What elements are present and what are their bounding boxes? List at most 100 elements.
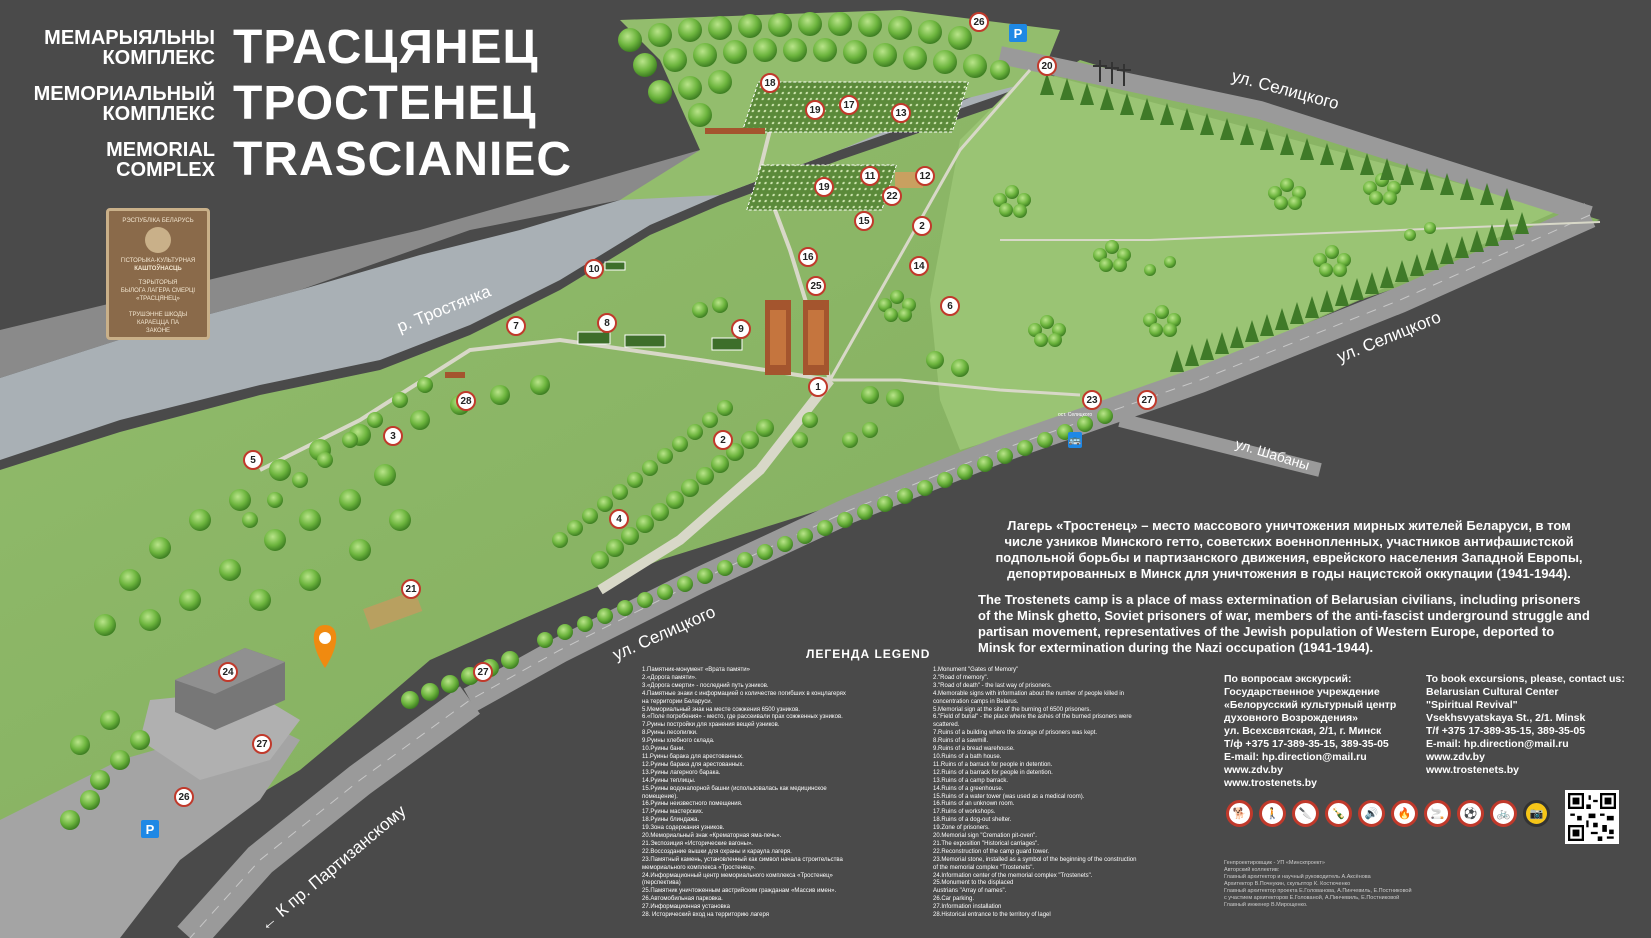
map-marker-12[interactable]: 12 <box>915 166 935 186</box>
legend-item: 7.Руины постройки для хранения вещей узн… <box>642 722 780 729</box>
legend-item: 17.Ruins of workshops. <box>933 809 996 816</box>
map-marker-4[interactable]: 4 <box>609 509 629 529</box>
legend-en: 1.Monument "Gates of Memory"2."Road of m… <box>933 667 1136 920</box>
tree-alley <box>401 400 1113 709</box>
plaque-line: ЗАКОНЕ <box>145 328 171 334</box>
legend-item: 10.Ruins of a bath house. <box>933 753 1002 760</box>
contact-line: www.zdv.by <box>1224 764 1283 776</box>
legend-item: 14.Ruins of a greenhouse. <box>933 785 1004 792</box>
map-marker-10[interactable]: 10 <box>584 259 604 279</box>
legend-item: 20.Memorial sign "Cremation pit-oven". <box>933 833 1037 840</box>
map-marker-17[interactable]: 17 <box>839 95 859 115</box>
plaque-line: ТЭРЫТОРЫЯ <box>138 280 178 286</box>
legend-item: 19.Zone of prisoners. <box>933 825 990 832</box>
map-marker-3[interactable]: 3 <box>383 426 403 446</box>
legend-item: 26.Car parking. <box>933 896 975 903</box>
legend-item: 9.Ruins of a bread warehouse. <box>933 746 1015 753</box>
legend-item: 26.Автомобильная парковка. <box>642 896 723 903</box>
legend-item: 17.Руины мастерских. <box>642 809 704 816</box>
location-pin-icon <box>313 625 337 668</box>
map-marker-28[interactable]: 28 <box>456 391 476 411</box>
plaque-line: КАШТОЎНАСЦЬ <box>134 266 182 272</box>
road-shabany <box>1118 413 1322 477</box>
legend-item: Austrians "Array of names". <box>933 888 1007 895</box>
bottle-ban-icon: 🍾 <box>1325 800 1352 827</box>
map-marker-16[interactable]: 16 <box>798 247 818 267</box>
legend-item: 15.Ruins of a water tower (was used as a… <box>933 793 1085 800</box>
legend-item: 5.Memorial sign at the site of the burni… <box>933 706 1092 713</box>
legend-item: 3.«Дорога смерти» - последний путь узник… <box>642 682 769 689</box>
credit-line: Главный инженер В.Мирощенко. <box>1224 902 1308 908</box>
map-marker-26[interactable]: 26 <box>174 787 194 807</box>
dog-ban-icon: 🐕 <box>1226 800 1253 827</box>
map-marker-26[interactable]: 26 <box>969 12 989 32</box>
road-selitskogo-top <box>998 46 1593 224</box>
credit-line: Архитектор В.Почнукин, скульптор К. Кост… <box>1224 881 1351 887</box>
map-marker-27[interactable]: 27 <box>473 662 493 682</box>
legend-item: 22.Reconstruction of the camp guard towe… <box>933 848 1050 855</box>
legend-item: 22.Воссоздание вышки для охраны и караул… <box>642 848 792 855</box>
map-marker-27[interactable]: 27 <box>1137 390 1157 410</box>
legend-item: 13.Руины лагерного барака. <box>642 769 721 776</box>
title-en-small-2: complex <box>116 158 215 181</box>
legend-item: 23.Памятный камень, установленный как си… <box>642 856 843 863</box>
photo-sign-icon: 📷 <box>1523 800 1550 827</box>
map-marker-15[interactable]: 15 <box>854 211 874 231</box>
parking-sign-top: P <box>1009 24 1027 42</box>
map-marker-24[interactable]: 24 <box>218 662 238 682</box>
description-ru: Лагерь «Тростенец» – место массового уни… <box>995 518 1583 581</box>
map-marker-13[interactable]: 13 <box>891 103 911 123</box>
map-marker-8[interactable]: 8 <box>597 313 617 333</box>
description-en: The Trostenets camp is a place of mass e… <box>978 592 1590 655</box>
legend-item: 23.Memorial stone, installed as a symbol… <box>933 856 1137 863</box>
knife-ban-icon: 🔪 <box>1292 800 1319 827</box>
contact-line: ул. Всехсвятская, 2/1, г. Минск <box>1224 725 1382 737</box>
map-marker-22[interactable]: 22 <box>882 186 902 206</box>
contact-line: «Белорусский культурный центр <box>1224 699 1397 711</box>
plaque-line: ГІСТОРЫКА-КУЛЬТУРНАЯ <box>120 258 196 264</box>
map-marker-7[interactable]: 7 <box>506 316 526 336</box>
title-russian: Мемориальныйкомплекс ТРОСТЕНЕЦ <box>20 76 537 131</box>
map-marker-19[interactable]: 19 <box>805 100 825 120</box>
loud-ban-icon: 🔊 <box>1358 800 1385 827</box>
legend-item: 14.Руины теплицы. <box>642 777 696 784</box>
map-marker-23[interactable]: 23 <box>1082 390 1102 410</box>
credit-line: Главный архитектор проекта Е.Голованова,… <box>1224 888 1412 894</box>
map-marker-14[interactable]: 14 <box>909 256 929 276</box>
contact-line: Vsekhsvyatskaya St., 2/1. Minsk <box>1426 712 1586 724</box>
map-marker-6[interactable]: 6 <box>940 296 960 316</box>
heritage-plaque: РЭСПУБЛІКА БЕЛАРУСЬ ГІСТОРЫКА-КУЛЬТУРНАЯ… <box>106 208 210 340</box>
legend-item: 5.Мемориальный знак на месте сожжения 65… <box>642 706 800 713</box>
map-marker-20[interactable]: 20 <box>1037 56 1057 76</box>
map-marker-1[interactable]: 1 <box>808 377 828 397</box>
title-by-small-2: комплекс <box>102 46 215 69</box>
plaque-line: РЭСПУБЛІКА БЕЛАРУСЬ <box>122 218 194 224</box>
contact-line: To book excursions, please, contact us: <box>1426 673 1625 685</box>
contacts-ru: По вопросам экскурсий:Государственное уч… <box>1224 673 1396 790</box>
contact-line: духовного Возрождения» <box>1224 712 1359 724</box>
legend-item: concentration camps in Belarus. <box>933 698 1019 705</box>
map-marker-2[interactable]: 2 <box>713 430 733 450</box>
map-marker-19[interactable]: 19 <box>814 177 834 197</box>
qr-code-icon[interactable] <box>1565 790 1619 844</box>
map-marker-9[interactable]: 9 <box>731 319 751 339</box>
legend-item: 10.Руины бани. <box>642 746 685 753</box>
legend-item: помещение). <box>642 793 678 800</box>
contact-line: Т/ф +375 17-389-35-15, 389-35-05 <box>1224 738 1389 750</box>
map-marker-11[interactable]: 11 <box>860 166 880 186</box>
east-field <box>930 70 1560 450</box>
legend-item: 2."Road of memory". <box>933 674 989 681</box>
legend-item: 12.Руины барака для арестованных. <box>642 761 745 768</box>
legend-item: 4.Memorable signs with information about… <box>933 690 1125 697</box>
credit-line: Авторский коллектив: <box>1224 867 1280 873</box>
map-marker-25[interactable]: 25 <box>806 276 826 296</box>
map-marker-21[interactable]: 21 <box>401 579 421 599</box>
contacts-en: To book excursions, please, contact us:B… <box>1426 673 1625 777</box>
parking-sign-bottom: P <box>141 820 159 838</box>
map-marker-18[interactable]: 18 <box>760 73 780 93</box>
title-by-big: ТРАСЦЯНЕЦ <box>233 21 539 74</box>
legend-item: (перспектива) <box>642 880 681 887</box>
map-marker-2[interactable]: 2 <box>912 216 932 236</box>
map-marker-27[interactable]: 27 <box>252 734 272 754</box>
map-marker-5[interactable]: 5 <box>243 450 263 470</box>
